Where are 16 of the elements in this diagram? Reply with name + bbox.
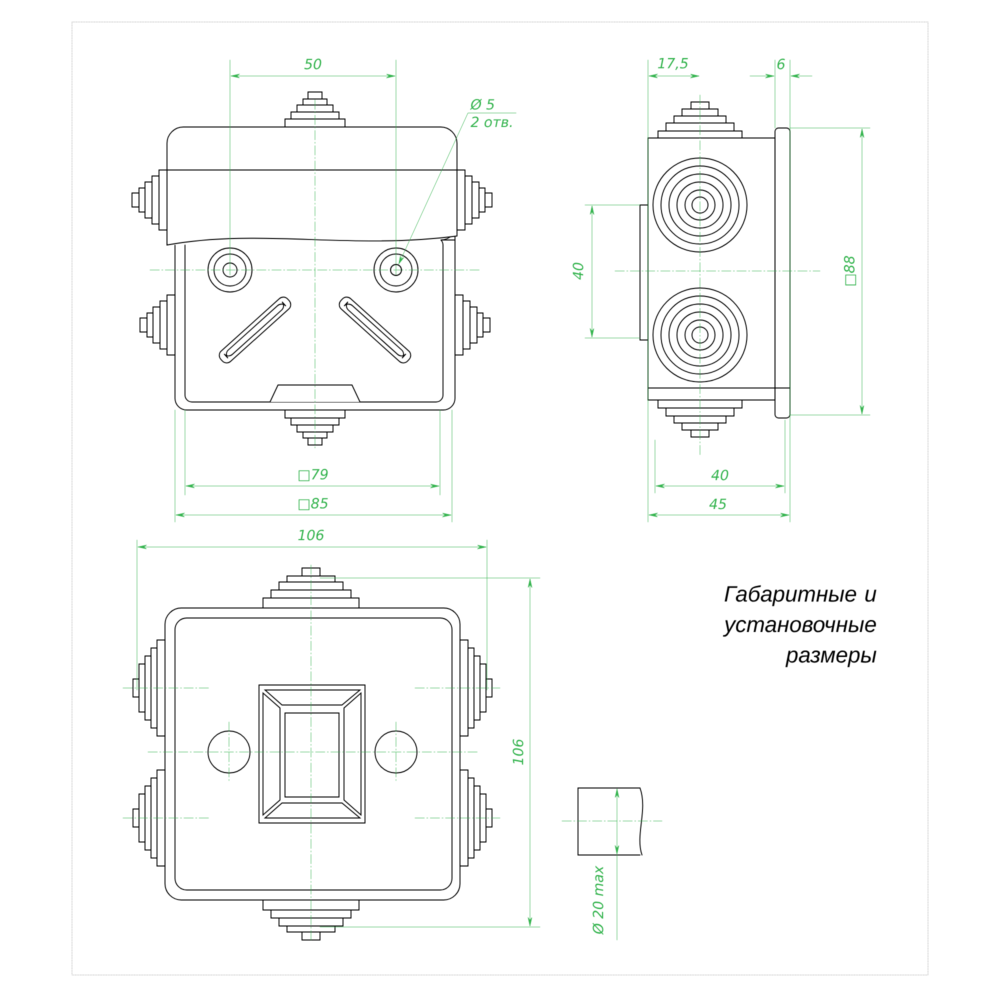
- dimension-label: 50: [304, 58, 322, 70]
- leader-label: Ø 5 2 отв.: [470, 98, 512, 128]
- dimension-label: Ø 20 max: [592, 866, 604, 935]
- dimension-label: 106: [298, 530, 324, 540]
- dimension-label: 40: [572, 262, 584, 280]
- dimension-label: □88: [844, 256, 856, 286]
- leader-line: [398, 112, 516, 264]
- dimension-label: 17,5: [658, 58, 688, 70]
- dimension-label: 45: [709, 498, 726, 510]
- title: Габаритные и установочные размеры: [722, 585, 876, 668]
- mounting-hole: [390, 264, 402, 276]
- dimension-label: 106: [512, 739, 524, 765]
- dimension-label: 40: [711, 470, 728, 480]
- dimension-label: 6: [777, 58, 785, 70]
- dimension-label: □85: [298, 498, 328, 510]
- dimension-label: □79: [298, 468, 328, 482]
